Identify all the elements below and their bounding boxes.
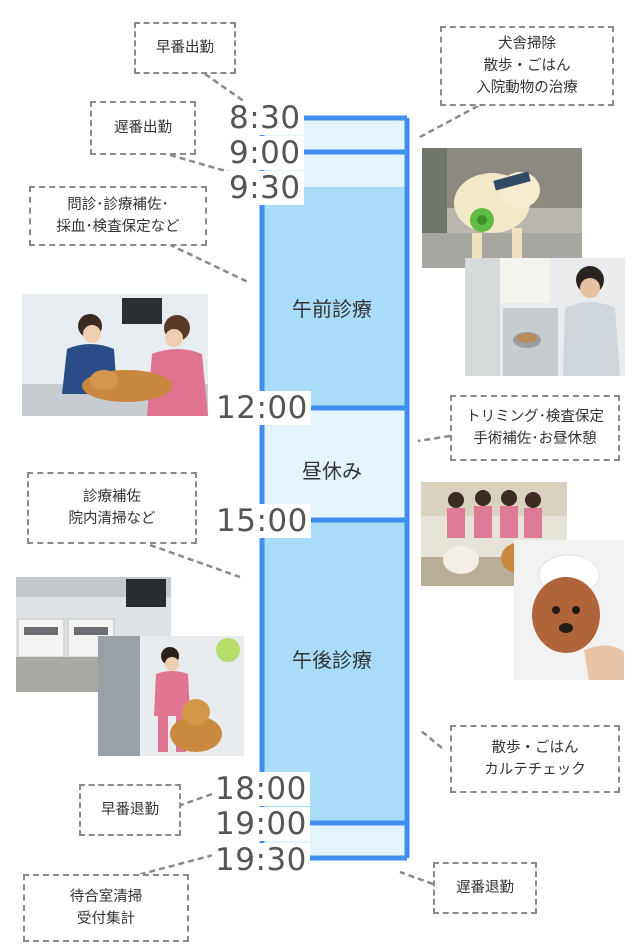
callout-line: トリミング･検査保定 (466, 409, 604, 425)
callout-line: 散歩・ごはん (483, 58, 571, 74)
callout-pm-support: 診療補佐 院内清掃など (27, 472, 197, 544)
photo-exam-room (22, 294, 208, 416)
callout-text: 遅番出勤 (114, 120, 172, 136)
callout-line: 犬舎掃除 (498, 36, 556, 52)
callout-evening-tasks: 散歩・ごはん カルテチェック (450, 725, 620, 793)
time-1930: 19:30 (212, 843, 310, 877)
callout-line: 散歩・ごはん (491, 740, 579, 756)
time-1500: 15:00 (213, 504, 311, 538)
band-am-clinic (262, 187, 407, 408)
callout-text: 遅番退勤 (456, 880, 514, 896)
callout-text: 早番退勤 (101, 802, 159, 818)
time-0930: 9:30 (226, 171, 304, 205)
time-1800: 18:00 (212, 772, 310, 806)
time-1200: 12:00 (213, 391, 311, 425)
am-clinic-label: 午前診療 (292, 297, 372, 321)
callout-line: 診療補佐 (83, 489, 141, 505)
callout-line: カルテチェック (484, 762, 586, 778)
callout-line: 入院動物の治療 (476, 80, 578, 96)
photo-dog-with-toy (422, 148, 582, 268)
callout-morning-tasks: 犬舎掃除 散歩・ごはん 入院動物の治療 (440, 26, 614, 106)
band-lunch (262, 408, 407, 520)
callout-early-leave: 早番退勤 (79, 784, 181, 836)
callout-line: 受付集計 (77, 911, 135, 927)
callout-line: 手術補佐･お昼休憩 (473, 431, 597, 447)
lunch-label: 昼休み (302, 459, 362, 483)
time-0830: 8:30 (226, 101, 304, 135)
callout-lunch-tasks: トリミング･検査保定 手術補佐･お昼休憩 (450, 395, 620, 461)
callout-am-support: 問診･診療補佐･ 採血･検査保定など (29, 186, 207, 246)
callout-line: 院内清掃など (68, 511, 156, 527)
callout-line: 採血･検査保定など (56, 219, 180, 235)
callout-text: 早番出勤 (156, 40, 214, 56)
photo-staff-preparing-food (465, 258, 625, 376)
callout-line: 問診･診療補佐･ (67, 197, 169, 213)
callout-late-leave: 遅番退勤 (433, 862, 537, 914)
time-0900: 9:00 (226, 136, 304, 170)
callout-late-arrive: 遅番出勤 (90, 101, 196, 155)
photo-dog-shampoo (514, 540, 624, 680)
pm-clinic-label: 午後診療 (292, 648, 372, 672)
callout-line: 待合室清掃 (69, 889, 143, 905)
time-1900: 19:00 (212, 807, 310, 841)
photo-staff-with-dog (98, 636, 244, 756)
callout-close-tasks: 待合室清掃 受付集計 (23, 874, 189, 942)
callout-early-arrive: 早番出勤 (134, 22, 236, 74)
